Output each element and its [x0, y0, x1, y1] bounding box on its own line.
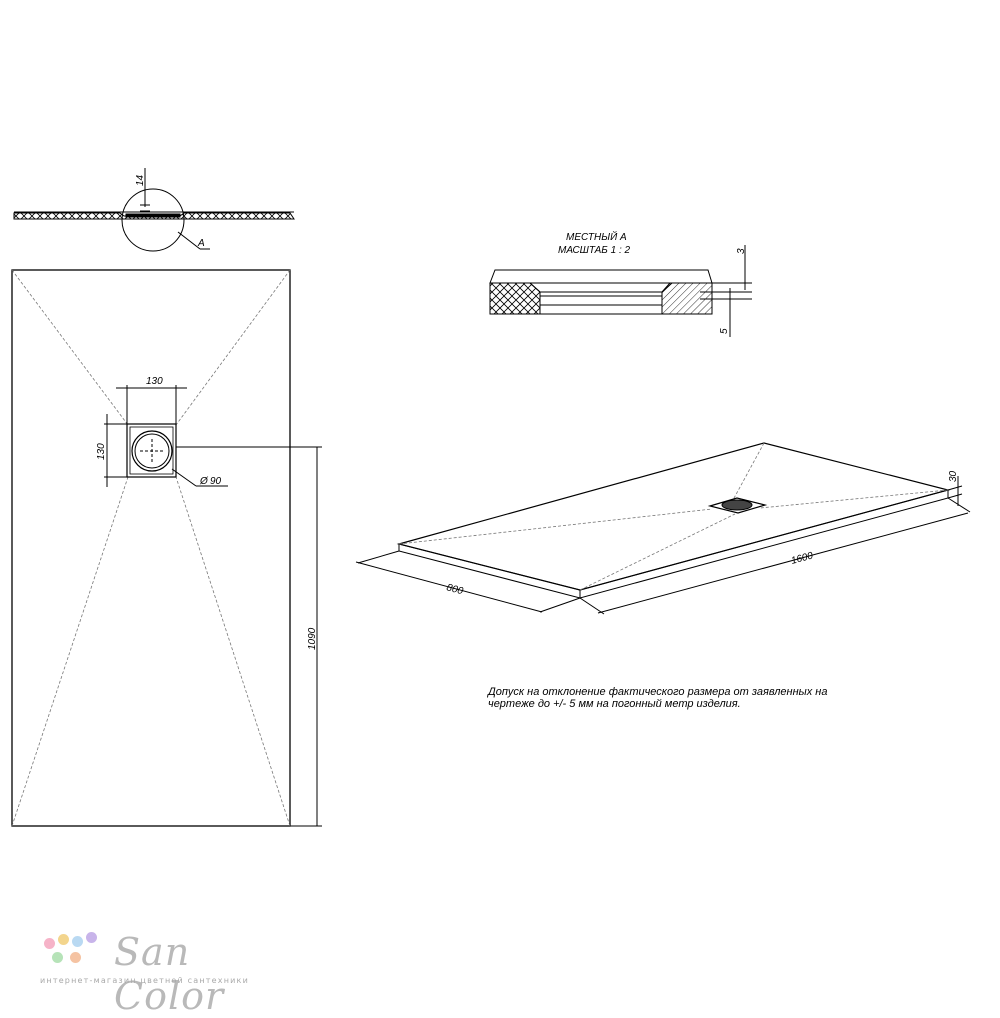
detail-title-2: МАСШТАБ 1 : 2 — [558, 245, 630, 256]
dim-drain-height: 130 — [96, 443, 107, 460]
logo-dot — [72, 936, 83, 947]
diameter-symbol: Ø — [199, 476, 209, 487]
sancolor-logo: San Color интернет-магазин цветной санте… — [40, 930, 300, 1018]
drain-circle — [131, 430, 173, 472]
logo-dot — [58, 934, 69, 945]
dim-detail-top: 3 — [736, 248, 747, 254]
section-drain-slot — [125, 213, 181, 218]
tray-top-face — [396, 442, 951, 591]
side-section-view — [13, 168, 295, 252]
isometric-view — [355, 442, 971, 615]
dim-iso-width: 800 — [445, 582, 464, 597]
detail-title-1: МЕСТНЫЙ А — [566, 230, 627, 243]
dim-drain-diameter: 90 — [210, 476, 222, 487]
logo-dot — [44, 938, 55, 949]
logo-name: San Color — [114, 930, 225, 1018]
logo-dot — [70, 952, 81, 963]
slope-lines-plan — [11, 269, 291, 827]
dim-iso-height: 30 — [948, 470, 959, 482]
dim-side-thickness: 14 — [135, 174, 146, 186]
tolerance-note: Допуск на отклонение фактического размер… — [488, 686, 908, 710]
plan-view — [11, 269, 322, 827]
detail-a-view — [489, 245, 752, 337]
section-marker-label: A — [197, 238, 205, 249]
dim-drain-width: 130 — [146, 376, 163, 387]
drain-square — [126, 423, 177, 478]
logo-dot — [52, 952, 63, 963]
slope-lines-iso — [398, 442, 949, 591]
detail-circle-a — [121, 188, 185, 252]
tray-outline-plan — [11, 269, 291, 827]
tolerance-note-line-1: Допуск на отклонение фактического размер… — [488, 686, 828, 698]
dim-tray-length-plan: 1090 — [307, 627, 318, 650]
dim-detail-bottom: 5 — [719, 328, 730, 334]
logo-dot — [86, 932, 97, 943]
tolerance-note-line-2: чертеже до +/- 5 мм на погонный метр изд… — [488, 698, 741, 710]
dim-iso-length: 1600 — [790, 550, 815, 566]
logo-tagline: интернет-магазин цветной сантехники — [40, 976, 249, 985]
